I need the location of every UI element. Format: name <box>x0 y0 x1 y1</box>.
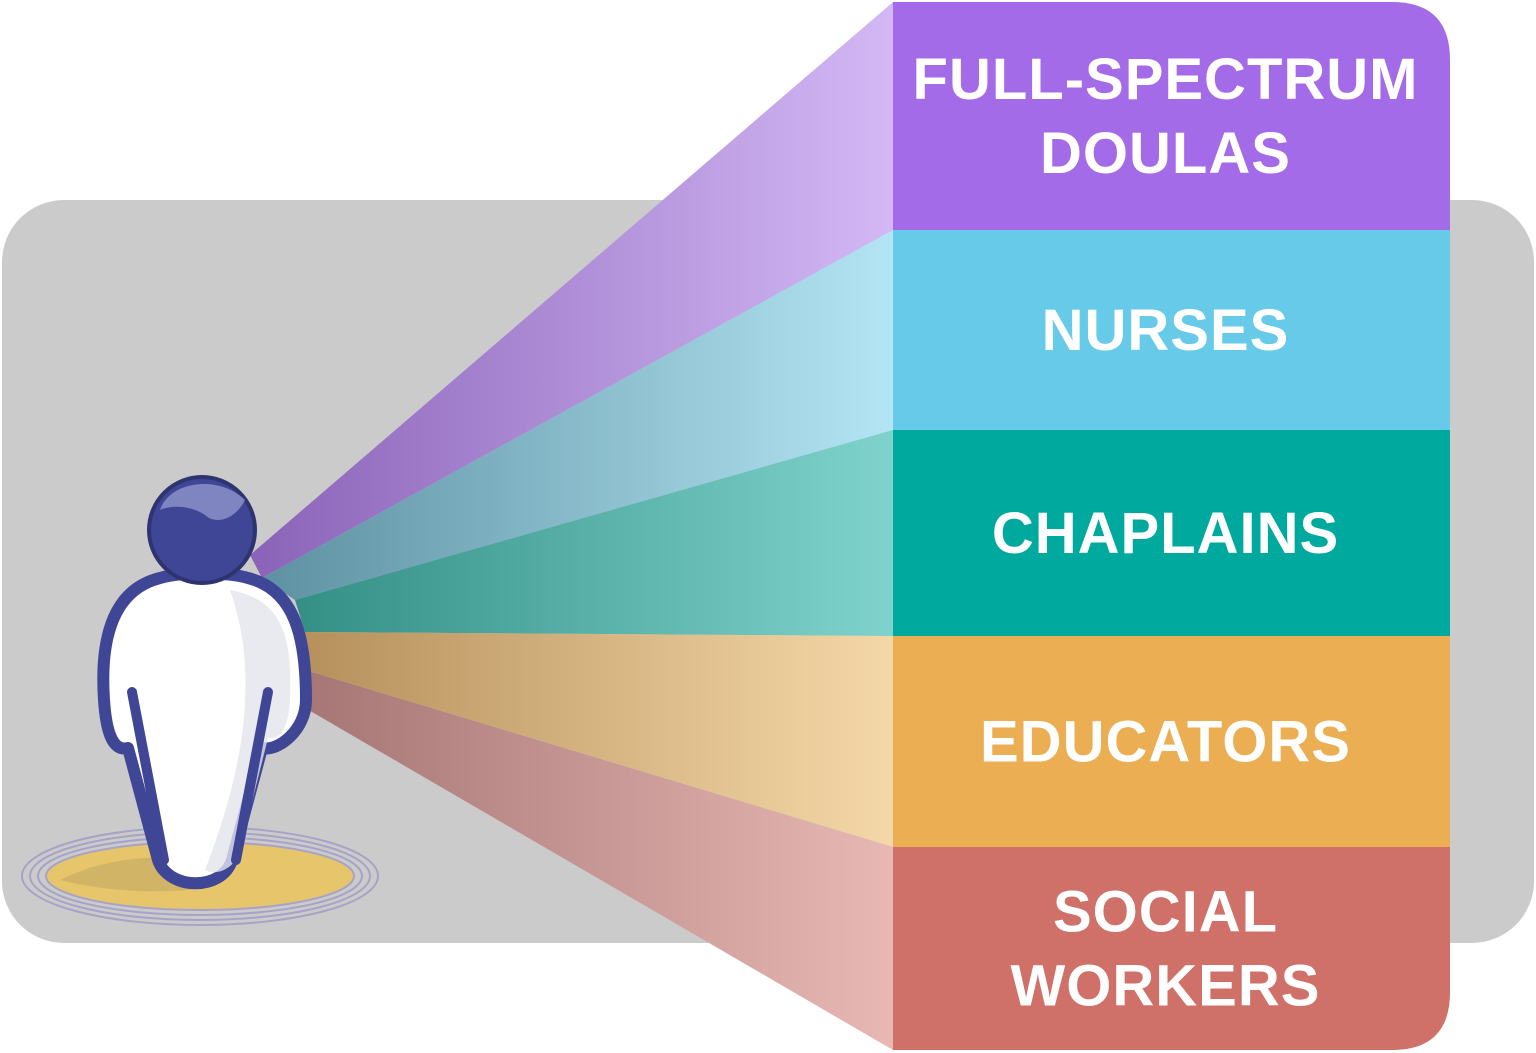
band-box-0 <box>893 2 1450 230</box>
beam-1 <box>262 230 893 600</box>
band-label-4-line-0: SOCIAL <box>1053 880 1278 945</box>
band-label-0-line-0: FULL-SPECTRUM <box>913 47 1419 112</box>
band-label-1-line-0: NURSES <box>1042 298 1290 363</box>
band-box-4 <box>893 847 1450 1050</box>
beam-2 <box>295 430 893 636</box>
right-arm <box>231 687 273 865</box>
left-arm <box>127 687 169 865</box>
beam-0 <box>250 2 893 578</box>
band-box-1 <box>893 230 1450 430</box>
band-box-2 <box>893 430 1450 636</box>
beam-4 <box>300 670 893 1050</box>
band-label-2-line-0: CHAPLAINS <box>992 501 1339 566</box>
person-icon <box>21 475 379 926</box>
band-label-0-line-1: DOULAS <box>1040 121 1291 186</box>
band-box-3 <box>893 636 1450 847</box>
band-label-4-line-1: WORKERS <box>1011 954 1321 1019</box>
band-label-3-line-0: EDUCATORS <box>980 710 1351 775</box>
profession-bands <box>893 2 1450 1050</box>
beam-3 <box>305 632 893 847</box>
band-labels: FULL-SPECTRUM DOULAS NURSES CHAPLAINS EDUCAT… <box>913 47 1419 1019</box>
beams <box>250 2 893 1050</box>
